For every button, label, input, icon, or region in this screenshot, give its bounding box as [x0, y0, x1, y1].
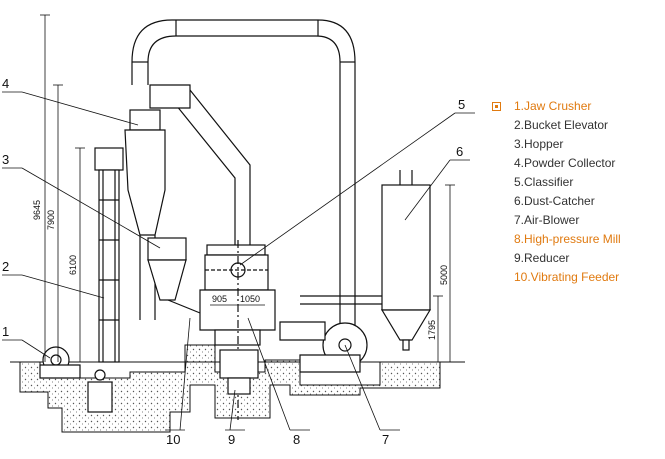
dim-feeder-height: 1795	[427, 320, 437, 340]
dim-mid-height: 7900	[46, 210, 56, 230]
dim-elevator-height: 6100	[68, 255, 78, 275]
callout-10: 10	[166, 432, 180, 447]
legend-item-jaw-crusher[interactable]: 1.Jaw Crusher	[492, 97, 662, 116]
callout-4: 4	[2, 76, 9, 91]
callout-9: 9	[228, 432, 235, 447]
legend-item-air-blower: 7.Air-Blower	[492, 211, 662, 230]
legend-item-vibrating-feeder[interactable]: 10.Vibrating Feeder	[492, 268, 662, 287]
high-pressure-mill	[199, 240, 276, 420]
callout-6: 6	[456, 144, 463, 159]
hopper	[147, 237, 206, 316]
callout-8: 8	[293, 432, 300, 447]
legend-label: 5.Classifier	[514, 175, 574, 189]
legend-item-hopper: 3.Hopper	[492, 135, 662, 154]
legend-item-classifier: 5.Classifier	[492, 173, 662, 192]
legend-label: 1.Jaw Crusher	[514, 99, 592, 113]
callout-5: 5	[458, 97, 465, 112]
legend-label: 7.Air-Blower	[514, 213, 580, 227]
legend-item-bucket-elevator: 2.Bucket Elevator	[492, 116, 662, 135]
legend-label: 10.Vibrating Feeder	[514, 270, 620, 284]
dust-catcher	[300, 170, 432, 351]
dim-total-height: 9645	[32, 200, 42, 220]
dim-mill-left: 905	[212, 294, 227, 304]
legend-label: 4.Powder Collector	[514, 156, 616, 170]
jaw-crusher	[39, 346, 113, 413]
dim-mill-right: 1050	[240, 294, 260, 304]
air-duct	[131, 19, 356, 360]
callout-1: 1	[2, 324, 9, 339]
callout-7: 7	[382, 432, 389, 447]
dim-dust-catcher-height: 5000	[439, 265, 449, 285]
callout-2: 2	[2, 259, 9, 274]
bullet-icon	[492, 102, 501, 111]
legend-label: 3.Hopper	[514, 137, 564, 151]
legend-item-dust-catcher: 6.Dust-Catcher	[492, 192, 662, 211]
legend-label: 8.High-pressure Mill	[514, 232, 621, 246]
legend-item-powder-collector: 4.Powder Collector	[492, 154, 662, 173]
legend-label: 6.Dust-Catcher	[514, 194, 595, 208]
legend-label: 2.Bucket Elevator	[514, 118, 609, 132]
bucket-elevator	[94, 147, 124, 363]
callout-3: 3	[2, 152, 9, 167]
component-legend: 1.Jaw Crusher 2.Bucket Elevator 3.Hopper…	[492, 97, 662, 287]
dimension-lines	[40, 14, 455, 362]
leader-lines	[2, 91, 475, 431]
legend-item-high-pressure-mill[interactable]: 8.High-pressure Mill	[492, 230, 662, 249]
legend-label: 9.Reducer	[514, 251, 570, 265]
legend-item-reducer: 9.Reducer	[492, 249, 662, 268]
